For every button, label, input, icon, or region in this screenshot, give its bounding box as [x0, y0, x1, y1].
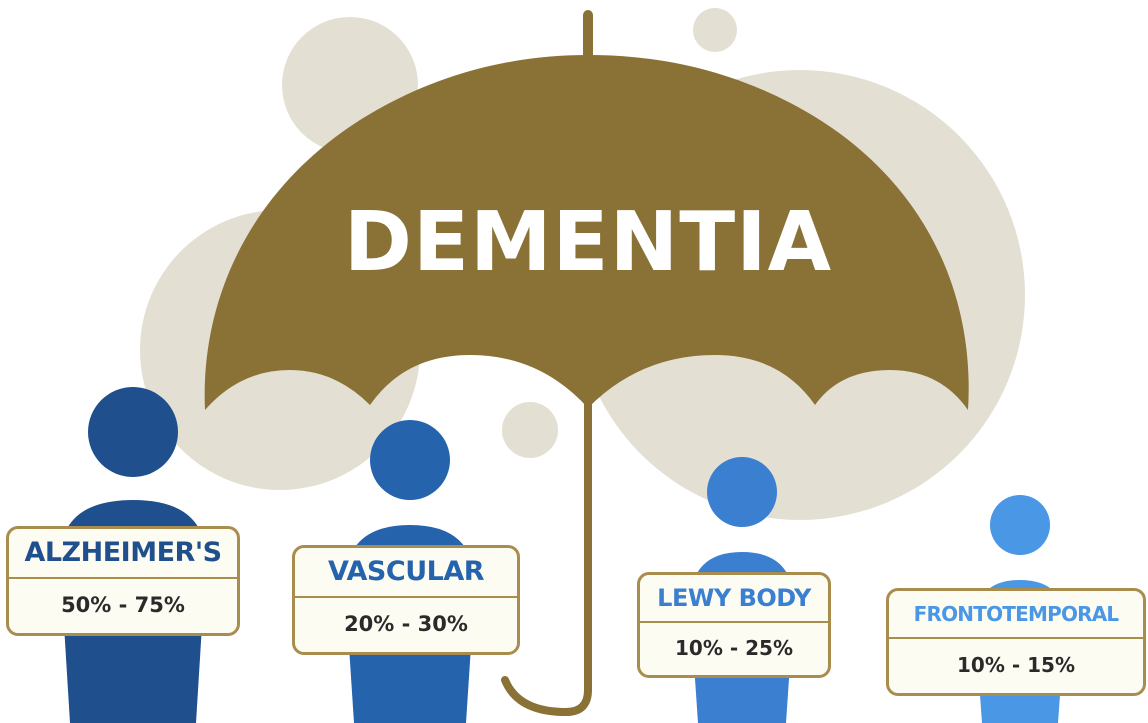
type-range-vascular: 20% - 30%	[295, 598, 517, 650]
type-range-lewy-body: 10% - 25%	[640, 623, 828, 673]
type-range-frontotemporal: 10% - 15%	[889, 639, 1143, 691]
type-name-lewy-body: LEWY BODY	[640, 575, 828, 623]
type-range-alzheimers: 50% - 75%	[9, 579, 237, 631]
card-frontotemporal: FRONTOTEMPORAL 10% - 15%	[886, 588, 1146, 696]
card-vascular: VASCULAR 20% - 30%	[292, 545, 520, 655]
bubble	[693, 8, 737, 52]
type-name-frontotemporal: FRONTOTEMPORAL	[889, 591, 1143, 639]
person-head	[370, 420, 450, 500]
person-head	[990, 495, 1050, 555]
person-head	[88, 387, 178, 477]
type-name-alzheimers: ALZHEIMER'S	[9, 529, 237, 579]
bubble	[502, 402, 558, 458]
umbrella-title: DEMENTIA	[344, 195, 832, 290]
type-name-vascular: VASCULAR	[295, 548, 517, 598]
card-alzheimers: ALZHEIMER'S 50% - 75%	[6, 526, 240, 636]
person-head	[707, 457, 777, 527]
card-lewy-body: LEWY BODY 10% - 25%	[637, 572, 831, 678]
